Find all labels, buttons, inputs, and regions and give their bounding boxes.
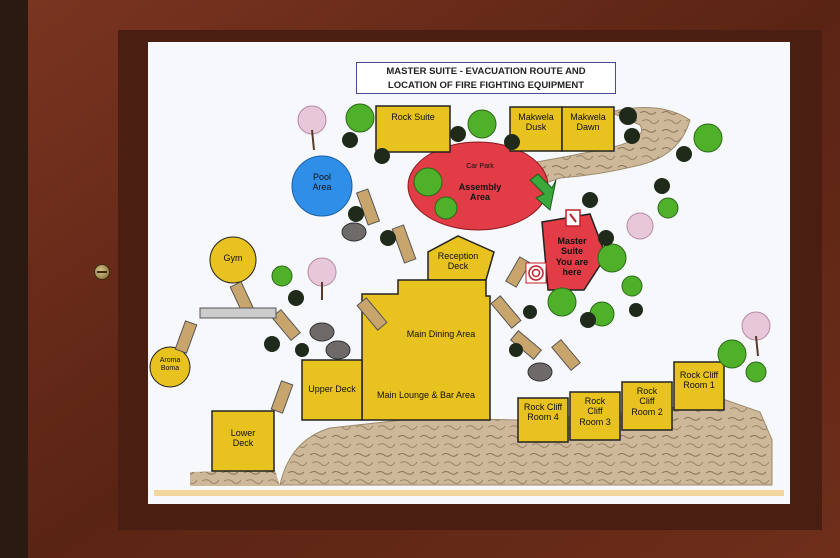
tree [467,109,497,139]
walkway [355,188,381,226]
blossom-tree [626,212,654,240]
tree-trunks [311,129,759,357]
makwela-dusk-label: Makwela Dusk [518,112,554,133]
boulder [325,340,351,360]
blossom-tree [297,105,327,135]
lower-deck-shape [211,410,275,472]
main-building-shape [361,279,491,421]
bush [288,290,304,306]
bushes [264,107,692,357]
main-lounge-bar-label: Main Lounge & Bar Area [376,390,476,400]
gym-shape [209,236,257,284]
tree [693,123,723,153]
blossom-tree [307,257,337,287]
master-suite-shape [541,213,607,291]
walkway [356,297,388,331]
paper-bottom-strip [154,490,784,496]
assembly-area-label: Assembly Area [458,182,502,203]
tree [271,265,293,287]
upper-deck-shape [301,359,363,421]
bush [580,312,596,328]
walkway [505,256,531,288]
boulders [309,222,553,382]
gym-walkway [199,307,277,319]
tree [597,243,627,273]
walkway [391,224,417,264]
fire-hose-reel-icon [525,262,547,284]
car-park-label: Car Park [466,163,494,170]
bush [624,128,640,144]
map-title: MASTER SUITE - EVACUATION ROUTE AND LOCA… [356,62,616,94]
bush [509,343,523,357]
trees [271,103,767,383]
bush [654,178,670,194]
aroma-boma-label: Aroma Boma [159,357,181,373]
tree [745,361,767,383]
bush [380,230,396,246]
bush [523,305,537,319]
bush [619,107,637,125]
bush [342,132,358,148]
bush [676,146,692,162]
walkway [174,320,198,354]
boulder [341,222,367,242]
evacuation-arrow-icon [529,173,557,211]
rock-cliff-room-3-label: Rock Cliff Room 3 [579,396,611,427]
tree [413,167,443,197]
frame-screw-icon [94,264,110,280]
rock-cliff-room-2-label: Rock Cliff Room 2 [631,386,663,417]
bush [629,303,643,317]
tree [621,275,643,297]
gym-label: Gym [223,253,243,263]
boulder [527,362,553,382]
bush [264,336,280,352]
walkway [490,295,522,329]
rock-cliff-room-1-label: Rock Cliff Room 1 [679,370,719,391]
rock-cliff-room-4-shape [517,397,569,443]
makwela-dawn-label: Makwela Dawn [570,112,606,133]
upper-deck-label: Upper Deck [308,384,356,394]
bush [295,343,309,357]
tree [345,103,375,133]
tree [547,287,577,317]
blossom-trees [297,105,771,341]
rock-suite-label: Rock Suite [391,112,435,122]
rock-suite-shape [375,105,451,153]
bush [348,206,364,222]
pool-shape [291,155,353,217]
trunk [311,129,315,151]
aroma-boma-shape [149,346,191,388]
master-suite-label: Master Suite You are here [555,236,589,278]
rock-cliff-room-1-shape [673,361,725,411]
bush [504,134,520,150]
fire-extinguisher-icon-mark [569,213,577,223]
tree [717,339,747,369]
bush [598,230,614,246]
bush [582,192,598,208]
walkway [551,338,581,372]
rock-cliff-room-2-shape [621,381,673,431]
blossom-tree [741,311,771,341]
lower-deck-label: Lower Deck [230,428,256,449]
makwela-dawn-shape [561,106,615,152]
bush [374,148,390,164]
tree [434,196,458,220]
tree [657,197,679,219]
bush [450,126,466,142]
reception-deck-label: Reception Deck [437,251,479,272]
pool-area-label: Pool Area [312,172,332,193]
rock-cliff-room-4-label: Rock Cliff Room 4 [523,402,563,423]
walkway [270,380,294,414]
main-dining-area-label: Main Dining Area [406,329,476,339]
trunk [755,335,759,357]
boulder [309,322,335,342]
rock-cliff-room-3-shape [569,391,621,441]
walkways [174,188,581,414]
rock-terrain-left [190,470,280,486]
